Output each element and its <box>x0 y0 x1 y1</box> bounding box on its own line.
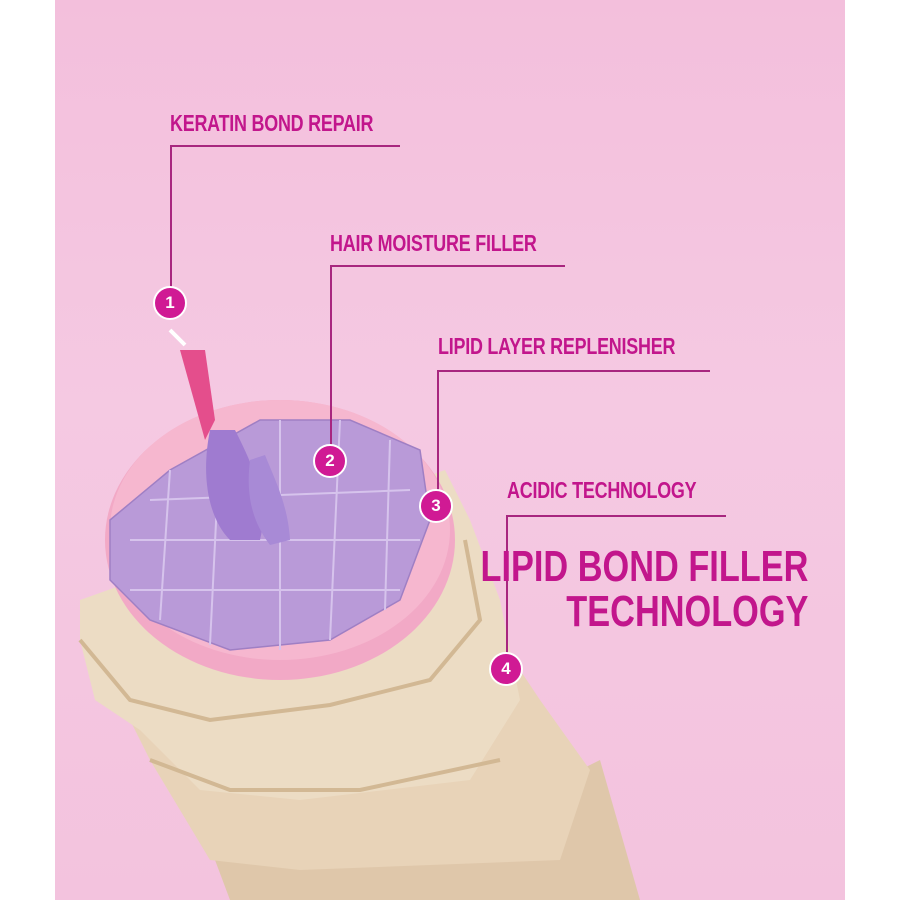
title-line-1: LIPID BOND FILLER <box>480 542 808 591</box>
callout-3-label: LIPID LAYER REPLENISHER <box>438 333 676 359</box>
callout-2-line <box>330 265 565 267</box>
callout-4-line <box>506 515 726 517</box>
callout-1-label: KERATIN BOND REPAIR <box>170 110 374 136</box>
callout-3-badge: 3 <box>419 489 453 523</box>
title-line-2: TECHNOLOGY <box>565 587 808 636</box>
callout-4-label: ACIDIC TECHNOLOGY <box>507 477 697 503</box>
callout-3-leader <box>437 370 439 490</box>
callout-2-label: HAIR MOISTURE FILLER <box>330 230 537 256</box>
callout-1-leader <box>170 145 172 287</box>
callout-4-leader <box>506 515 508 653</box>
callout-2-badge: 2 <box>313 444 347 478</box>
callout-3-line <box>437 370 710 372</box>
callout-1-badge: 1 <box>153 286 187 320</box>
keratin-fibre <box>168 328 290 545</box>
callout-4-badge: 4 <box>489 652 523 686</box>
callout-2-leader <box>330 265 332 445</box>
callout-1-line <box>170 145 400 147</box>
